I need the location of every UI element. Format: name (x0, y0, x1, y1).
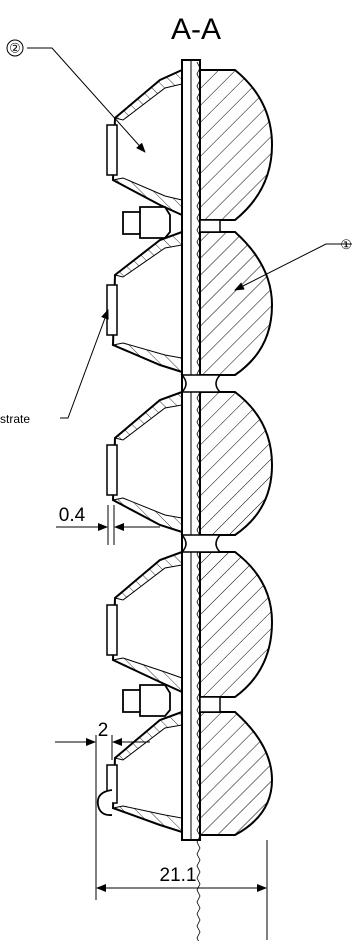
lens-4 (199, 551, 274, 698)
reflector-3 (106, 390, 183, 534)
dimension-total-width-value: 21.1 (160, 865, 197, 886)
reflector-5 (106, 710, 183, 834)
dimension-total-width: 21.1 (96, 840, 268, 940)
dimension-gap-value: 0.4 (59, 505, 86, 526)
dimension-offset: 2 (55, 720, 150, 900)
callout-1: ① (234, 237, 352, 291)
section-title: A-A (171, 13, 221, 46)
locating-pin-upper (122, 206, 171, 239)
callout-1-symbol: ① (340, 237, 352, 252)
reflector-4 (106, 550, 183, 694)
lens-bridges (180, 219, 222, 713)
substrate-label: strate (0, 412, 30, 426)
dimension-offset-value: 2 (98, 720, 109, 741)
lens-3 (199, 391, 274, 536)
reflector-1 (106, 68, 183, 217)
substrate-callout: strate (0, 309, 109, 426)
locating-pin-lower (122, 684, 171, 717)
lens-1 (199, 69, 274, 221)
carrier-plate (181, 59, 201, 946)
dimension-gap: 0.4 (56, 505, 160, 545)
reflector-2 (106, 230, 183, 374)
callout-2-symbol: ② (9, 41, 21, 56)
lens-2 (199, 231, 274, 376)
callout-2: ② (6, 39, 146, 153)
lens-5 (199, 711, 274, 836)
substrate-nub (96, 789, 113, 816)
